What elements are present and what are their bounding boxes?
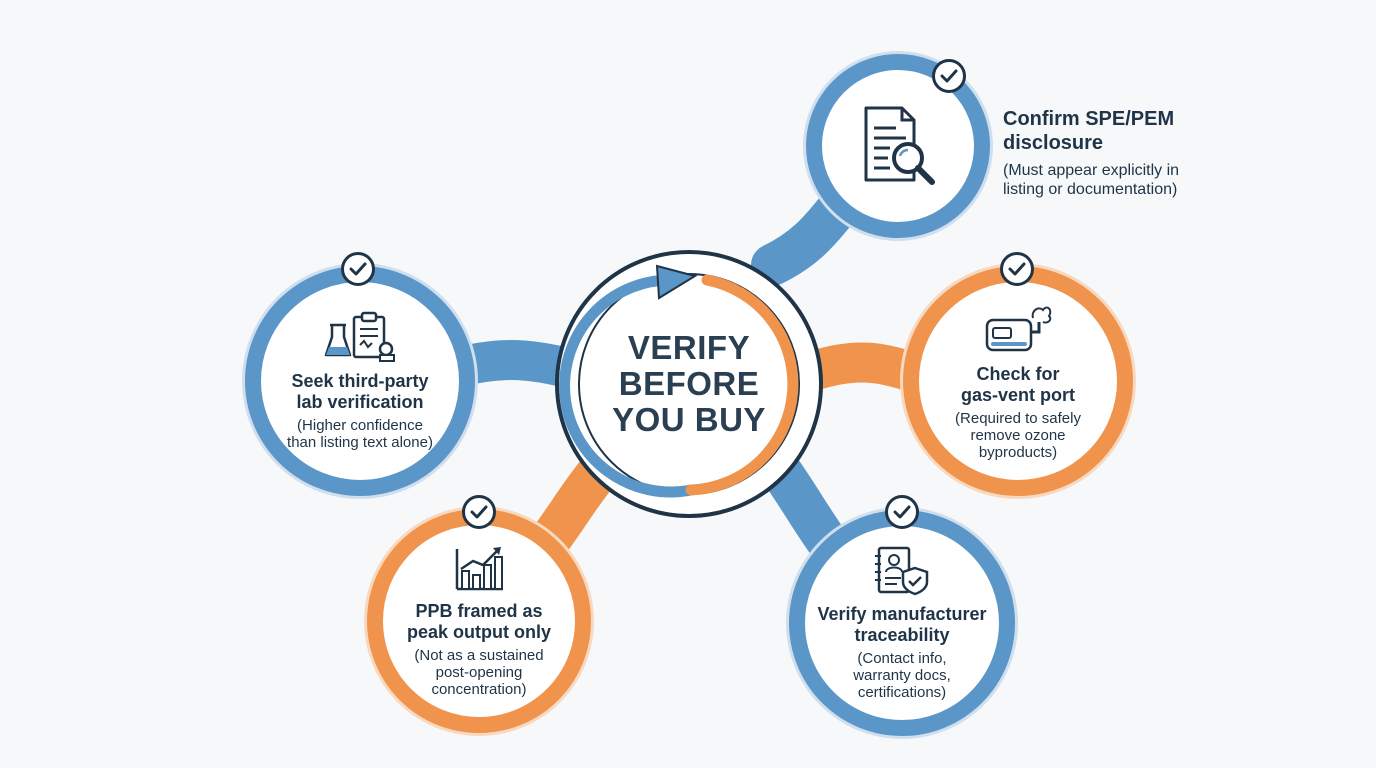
node-title: Confirm SPE/PEM disclosure [1003, 107, 1179, 155]
desc-line: (Contact info, [857, 649, 947, 667]
node-title: PPB framed as peak output only [407, 601, 551, 643]
title-line: PPB framed as [415, 600, 543, 621]
bar-chart-icon [455, 546, 503, 590]
title-line: Confirm SPE/PEM [1003, 108, 1175, 130]
cycle-arrows-icon [559, 264, 800, 498]
title-line: Verify manufacturer [817, 603, 987, 624]
node-gas-vent: Check for gas-vent port (Required to saf… [903, 266, 1133, 496]
node-ppb: PPB framed as peak output only (Not as a… [367, 509, 591, 733]
title-line: traceability [854, 624, 950, 645]
node-description: (Must appear explicitly in listing or do… [1003, 161, 1179, 199]
center-hub: VERIFY BEFORE YOU BUY [555, 250, 823, 518]
title-line: lab verification [296, 392, 424, 412]
vent-device-icon [985, 306, 1052, 351]
check-badge-manufacturer [885, 495, 919, 529]
shield-notebook-icon [875, 546, 929, 595]
node-title: Seek third-party lab verification [291, 371, 428, 413]
node-description: (Higher confidence than listing text alo… [287, 417, 433, 451]
check-icon [893, 505, 911, 519]
title-line: disclosure [1003, 132, 1104, 154]
check-icon [470, 505, 488, 519]
desc-line: post-opening [435, 663, 523, 681]
center-line: VERIFY [627, 329, 751, 366]
node-title: Verify manufacturer traceability [817, 604, 986, 646]
node-description: (Contact info, warranty docs, certificat… [853, 650, 951, 701]
lab-clipboard-icon [324, 311, 395, 362]
node-lab-verification: Seek third-party lab verification (Highe… [245, 266, 475, 496]
node-manufacturer: Verify manufacturer traceability (Contac… [789, 510, 1015, 736]
check-badge-ppb [462, 495, 496, 529]
document-magnifier-icon [864, 106, 935, 185]
desc-line: remove ozone [970, 426, 1066, 444]
title-line: Seek third-party [291, 371, 429, 391]
center-line: BEFORE [618, 365, 760, 402]
node-description: (Required to safely remove ozone byprodu… [955, 410, 1081, 461]
desc-line: (Required to safely [955, 409, 1081, 427]
title-line: gas-vent port [960, 384, 1075, 405]
title-line: peak output only [407, 621, 551, 642]
check-icon [1008, 262, 1026, 276]
spe-pem-text: Confirm SPE/PEM disclosure (Must appear … [1003, 107, 1179, 199]
desc-line: byproducts) [978, 443, 1058, 461]
title-line: Check for [976, 363, 1060, 384]
desc-line: (Higher confidence [297, 417, 423, 434]
check-icon [349, 262, 367, 276]
check-badge-gas-vent [1000, 252, 1034, 286]
check-badge-spe-pem [932, 59, 966, 93]
desc-line: than listing text alone) [287, 434, 433, 451]
desc-line: warranty docs, [853, 666, 951, 684]
check-badge-lab [341, 252, 375, 286]
center-line: YOU BUY [612, 401, 766, 438]
check-icon [940, 69, 958, 83]
desc-line: (Not as a sustained [414, 646, 544, 664]
node-description: (Not as a sustained post-opening concent… [414, 647, 543, 698]
node-title: Check for gas-vent port [961, 364, 1075, 406]
desc-line: certifications) [857, 683, 947, 701]
center-title: VERIFY BEFORE YOU BUY [559, 254, 819, 514]
desc-line: (Must appear explicitly in [1003, 162, 1180, 179]
desc-line: concentration) [431, 680, 527, 698]
desc-line: listing or documentation) [1003, 181, 1178, 198]
